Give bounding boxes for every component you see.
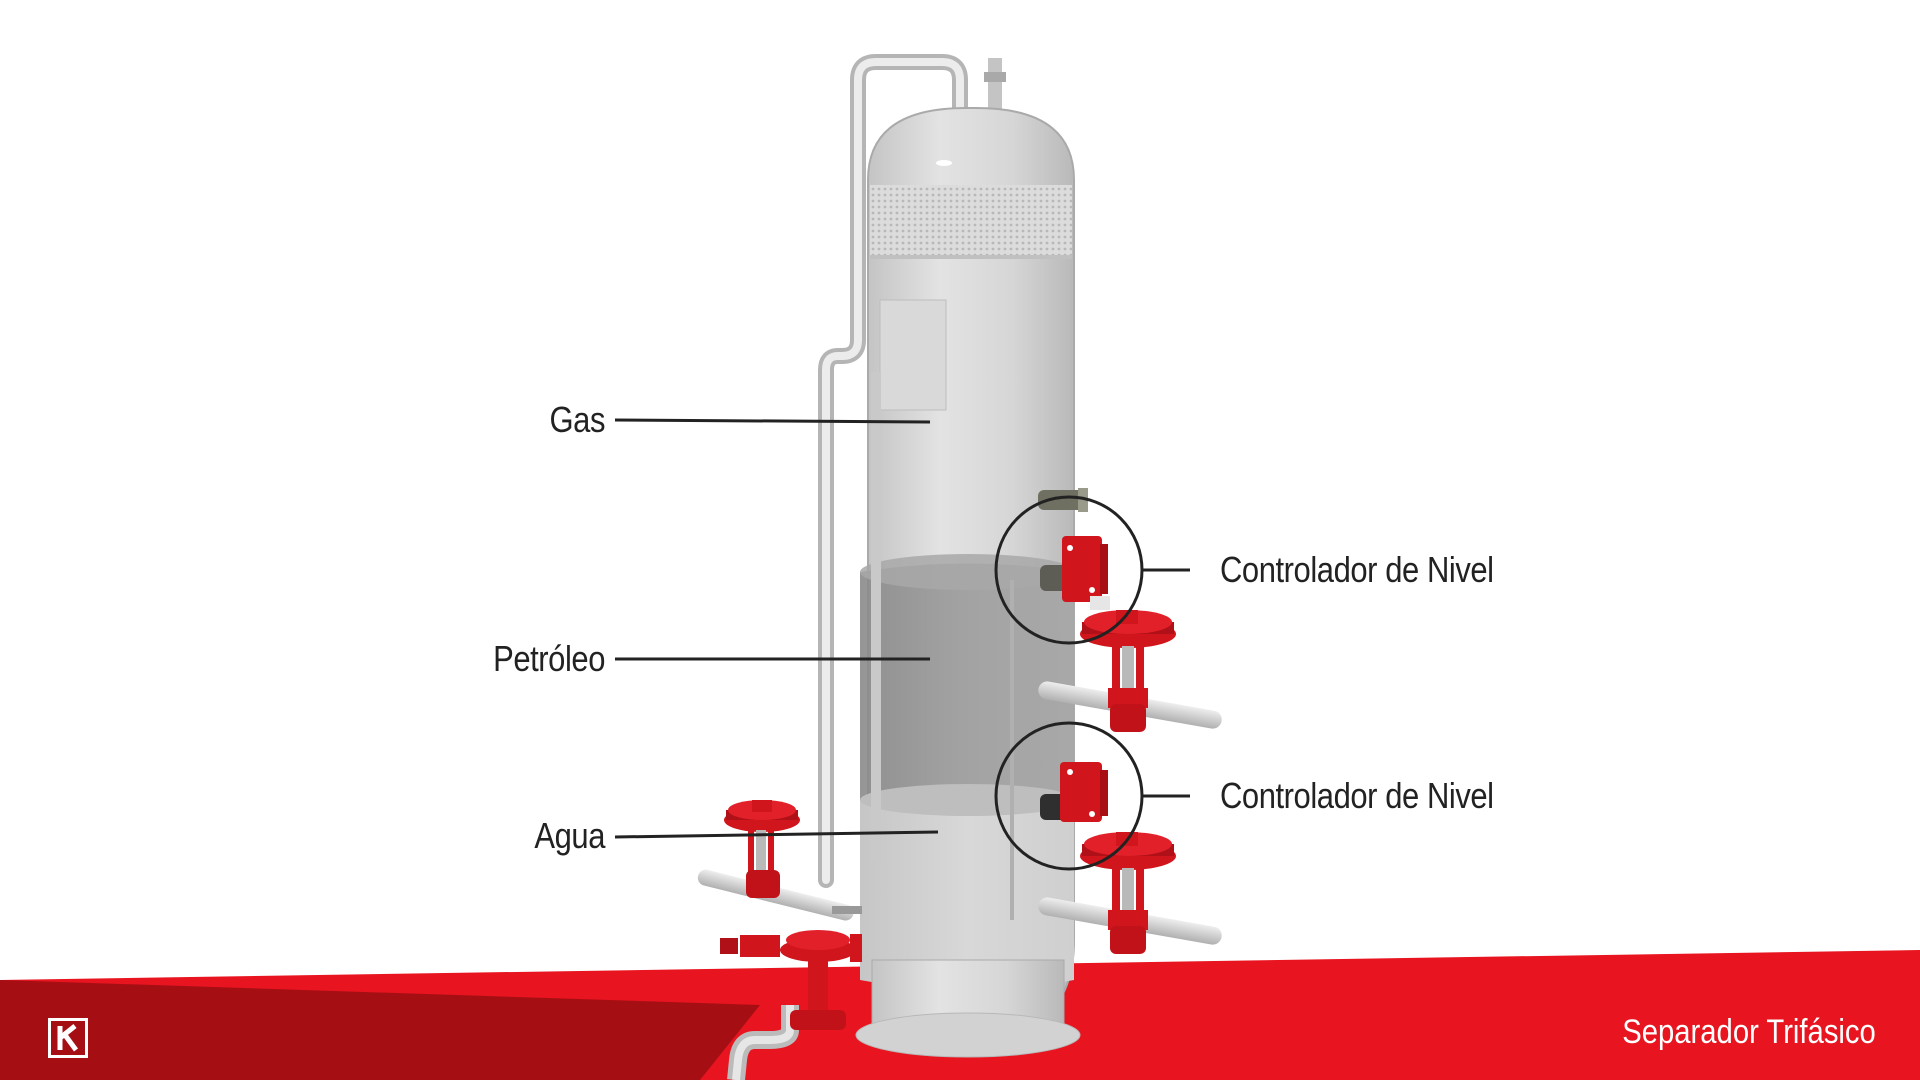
- gas-outlet-pipe: [818, 54, 1006, 888]
- level-sensor-top: [1038, 488, 1088, 512]
- level-controller-1: [1040, 536, 1110, 610]
- petroleo-label: Petróleo: [493, 638, 605, 679]
- control-valve-gas: [724, 800, 800, 898]
- level-controller-label-2: Controlador de Nivel: [1220, 775, 1494, 816]
- k-logo-icon: [48, 1018, 88, 1058]
- leader-lines: [614, 418, 1190, 839]
- control-valve-oil: [1080, 610, 1176, 732]
- level-controller-label-1: Controlador de Nivel: [1220, 549, 1494, 590]
- drain-pipe: [727, 1005, 799, 1080]
- oil-layer: [860, 563, 1074, 800]
- footer-title: Separador Trifásico: [1622, 1013, 1876, 1051]
- agua-label: Agua: [534, 815, 605, 856]
- pressure-regulator-assembly: [720, 906, 862, 1030]
- level-controller-2: [1040, 762, 1108, 822]
- mist-extractor: [870, 185, 1072, 255]
- water-layer: [860, 792, 1074, 990]
- control-valve-water: [1080, 832, 1176, 954]
- gas-label: Gas: [549, 399, 606, 440]
